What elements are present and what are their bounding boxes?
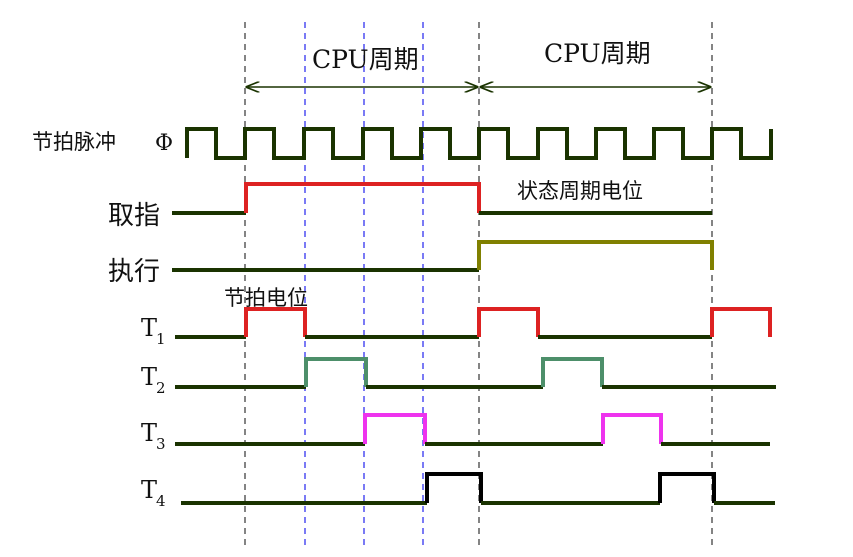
- clock-waveform: [185, 127, 773, 160]
- t1-label: T: [141, 314, 157, 342]
- t2-label: T: [141, 363, 157, 391]
- fetch-high: [244, 182, 481, 213]
- t1-waveform: [175, 307, 772, 339]
- t3-label: T: [141, 419, 157, 447]
- t3-waveform: [175, 413, 770, 446]
- t4-high-2: [658, 472, 716, 503]
- t1-high-3: [710, 307, 772, 337]
- t3-high-1: [363, 413, 427, 444]
- t4-waveform: [181, 472, 775, 505]
- execute-waveform: [172, 240, 714, 272]
- beat-potential-label: 节拍电位: [224, 286, 308, 310]
- t1-high-1: [244, 307, 307, 337]
- execute-label: 执行: [108, 257, 160, 287]
- t3-high-2: [601, 413, 663, 444]
- t2-waveform: [175, 357, 776, 389]
- cpu-cycle-label-2: CPU周期: [544, 39, 651, 68]
- state-cycle-potential-label: 状态周期电位: [517, 179, 643, 203]
- cpu-cycle-label-1: CPU周期: [312, 45, 419, 74]
- guide-lines: [244, 22, 713, 548]
- fetch-waveform: [172, 182, 712, 215]
- t1-subscript: 1: [156, 330, 166, 348]
- t2-high-2: [541, 357, 604, 387]
- t4-label: T: [141, 476, 157, 504]
- fetch-label: 取指: [108, 201, 160, 231]
- execute-high: [477, 240, 714, 270]
- t2-high-1: [304, 357, 368, 387]
- clock-label: 节拍脉冲: [32, 130, 116, 154]
- phi-symbol: Φ: [155, 131, 173, 156]
- t2-subscript: 2: [156, 379, 166, 397]
- t4-subscript: 4: [156, 492, 166, 510]
- t3-subscript: 3: [156, 435, 166, 453]
- t1-high-2: [477, 307, 540, 337]
- t4-high-1: [425, 472, 483, 503]
